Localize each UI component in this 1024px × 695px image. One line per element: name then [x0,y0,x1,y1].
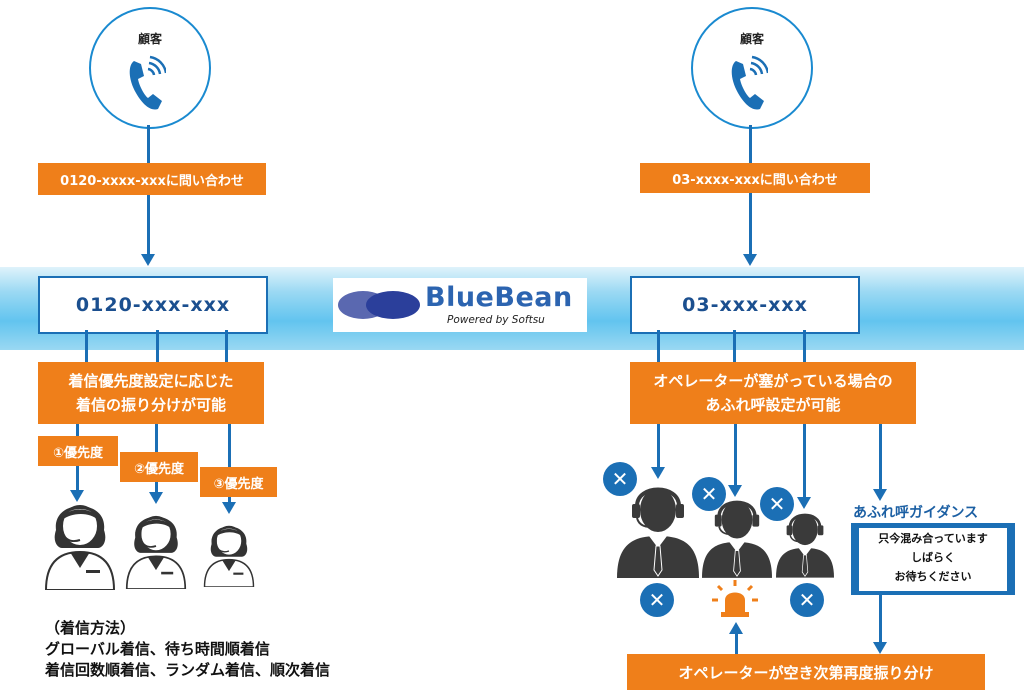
guidance-message: 只今混み合っています しばらく お待ちください [859,528,1007,591]
method-line-1: グローバル着信、待ち時間順着信 [45,640,270,658]
connector-line [879,424,882,490]
connector-line [657,424,660,468]
phone-icon [731,55,768,110]
connector-line [156,330,159,362]
method-line-2: 着信回数順着信、ランダム着信、順次着信 [45,661,331,679]
feature-line-2: 着信の振り分けが可能 [75,396,226,414]
arrow-head [797,497,811,509]
arrow-head-up [729,622,743,634]
phone-icon [129,55,166,110]
priority-badge-2: ②優先度 [120,452,198,482]
customer-label-left: 顧客 [137,32,162,46]
connector-line [803,424,806,498]
bluebean-logo-icon [338,291,420,319]
connector-line [733,330,736,362]
arrow-head [651,467,665,479]
busy-x-icon: ✕ [760,487,794,521]
arrow-head [728,485,742,497]
connector-line [749,125,752,163]
connector-line [225,330,228,362]
connector-line [228,424,231,504]
busy-x-icon: ✕ [790,583,824,617]
customer-circle-right [691,7,813,129]
connector-line [734,424,737,486]
connector-line [803,330,806,362]
redistribute-box: オペレーターが空き次第再度振り分け [627,654,985,690]
feature-line-2: あふれ呼設定が可能 [705,396,841,414]
arrow-head [873,489,887,501]
inquiry-box-left: 0120-xxxx-xxxに問い合わせ [38,163,266,195]
guidance-title: あふれ呼ガイダンス [853,505,979,521]
brand-name: BlueBean [425,282,573,313]
connector-line [85,330,88,362]
arrow-head [149,492,163,504]
female-operator-icon [125,515,187,589]
busy-x-icon: ✕ [692,477,726,511]
connector-line [749,193,752,255]
arrow-head [222,502,236,514]
priority-badge-3: ③優先度 [200,467,277,497]
customer-label-right: 顧客 [739,32,764,46]
arrow-head [743,254,757,266]
feature-line-1: オペレーターが塞がっている場合の [653,372,893,390]
alert-lamp-icon [712,580,758,617]
connector-line [147,125,150,163]
connector-line [147,195,150,255]
female-operator-icon [203,525,255,587]
busy-x-icon: ✕ [640,583,674,617]
connector-line [735,632,738,654]
connector-line [657,330,660,362]
bluebean-logo: BlueBean Powered by Softsu [333,278,587,332]
feature-box-left: 着信優先度設定に応じた 着信の振り分けが可能 [38,362,264,424]
arrow-head [141,254,155,266]
feature-box-right: オペレーターが塞がっている場合の あふれ呼設定が可能 [630,362,916,424]
priority-badge-1: ①優先度 [38,436,118,466]
arrow-head [873,642,887,654]
inquiry-box-right: 03-xxxx-xxxに問い合わせ [640,163,870,193]
feature-line-1: 着信優先度設定に応じた [68,372,234,390]
brand-tagline: Powered by Softsu [447,314,545,326]
connector-line [879,595,882,643]
method-title: （着信方法） [45,619,136,637]
phone-number-box-left: 0120-xxx-xxx [38,276,268,334]
customer-circle-left [89,7,211,129]
guidance-box: 只今混み合っています しばらく お待ちください [851,523,1015,595]
guidance-line-1: 只今混み合っています [878,532,988,545]
guidance-line-2: しばらく [911,551,955,564]
arrow-head [70,490,84,502]
guidance-line-3: お待ちください [894,570,972,583]
male-operator-icon [617,487,699,578]
method-note: （着信方法） グローバル着信、待ち時間順着信 着信回数順着信、ランダム着信、順次… [45,618,330,681]
female-operator-icon [44,505,116,590]
phone-number-box-right: 03-xxx-xxx [630,276,860,334]
busy-x-icon: ✕ [603,462,637,496]
male-operator-icon [776,513,834,578]
male-operator-icon [702,500,772,578]
